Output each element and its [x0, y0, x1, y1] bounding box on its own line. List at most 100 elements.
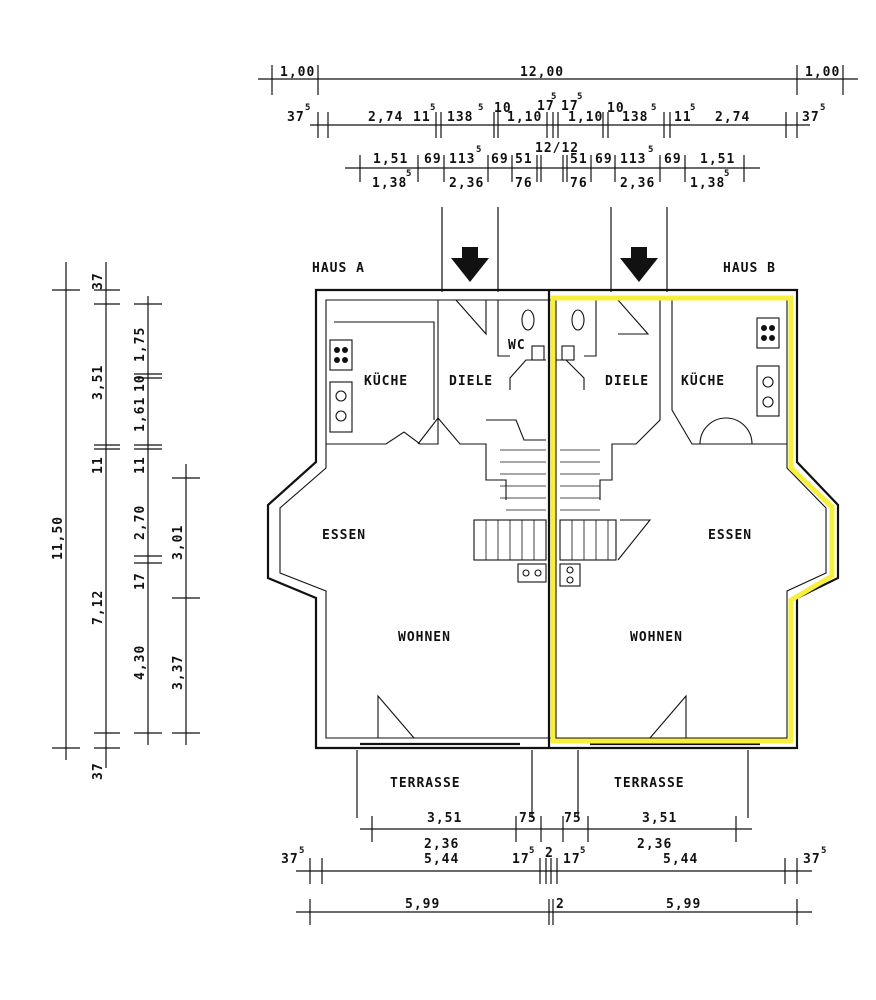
dim-left-b-1: 10	[133, 374, 148, 392]
room-wc-a: WC	[508, 338, 526, 353]
dim-top-3-8: 113	[620, 152, 646, 167]
dim-left-a-3: 7,12	[91, 590, 106, 625]
svg-text:5: 5	[299, 846, 305, 856]
dim-top-3-4: 51	[515, 152, 533, 167]
house-a-interior	[326, 299, 547, 746]
svg-text:5: 5	[577, 92, 583, 102]
room-terrasse-b: TERRASSE	[614, 776, 685, 791]
entry-arrow-b-icon	[620, 247, 658, 282]
svg-text:5: 5	[529, 846, 535, 856]
dim-bottom-3-3: 2	[545, 846, 554, 861]
dim-top-2-0: 37	[287, 110, 305, 125]
dim-top-1-mid: 12,00	[520, 65, 564, 80]
dim-top-3-5: 12/12	[535, 141, 579, 156]
washbasin-a-icon	[531, 345, 545, 361]
dim-bottom-3-4: 17	[563, 852, 581, 867]
svg-text:5: 5	[724, 169, 730, 179]
dim-top-2-8: 1,10	[568, 110, 603, 125]
room-kueche-a: KÜCHE	[364, 373, 408, 389]
svg-text:5: 5	[690, 103, 696, 113]
dim-bottom-1-1: 75	[519, 811, 537, 826]
dim-left-a-2: 11	[91, 456, 106, 474]
svg-text:5: 5	[580, 846, 586, 856]
dim-left-a-1: 3,51	[91, 365, 106, 400]
dim-left-a-0: 37	[91, 272, 106, 290]
room-essen-b: ESSEN	[708, 528, 752, 543]
highlight-haus-b	[550, 295, 835, 744]
dim-left-b-6: 4,30	[133, 645, 148, 680]
dim-bottom-4-0: 5,99	[405, 897, 440, 912]
svg-text:5: 5	[551, 92, 557, 102]
dim-top-1-right: 1,00	[805, 65, 840, 80]
dim-top-4-4: 2,36	[620, 176, 655, 191]
toilet-b-icon	[571, 309, 585, 331]
dim-top-1-left: 1,00	[280, 65, 315, 80]
left-dimensions: 11,50 37 3,51 11 7,12 37 1,75 10 1,61 11…	[51, 262, 200, 780]
dim-left-a-4: 37	[91, 762, 106, 780]
room-wohnen-b: WOHNEN	[630, 630, 683, 645]
dim-top-4-3: 76	[570, 176, 588, 191]
top-dimensions: 1,00 12,00 1,00 37 5 2,74 11 5 138 5 10 …	[258, 65, 858, 191]
dim-bottom-2-0: 2,36	[424, 837, 459, 852]
dim-top-3-1: 69	[424, 152, 442, 167]
dim-top-4-2: 76	[515, 176, 533, 191]
svg-text:5: 5	[821, 846, 827, 856]
dim-left-c-0: 3,01	[171, 525, 186, 560]
svg-text:5: 5	[476, 145, 482, 155]
dim-top-4-1: 2,36	[449, 176, 484, 191]
dim-top-3-2: 113	[449, 152, 475, 167]
dim-top-3-9: 69	[664, 152, 682, 167]
room-diele-b: DIELE	[605, 374, 649, 389]
dim-top-2-2: 11	[413, 110, 431, 125]
dim-bottom-4-1: 2	[556, 897, 565, 912]
dim-top-3-6: 51	[570, 152, 588, 167]
dim-bottom-1-0: 3,51	[427, 811, 462, 826]
svg-text:5: 5	[406, 169, 412, 179]
room-diele-a: DIELE	[449, 374, 493, 389]
dim-top-2-1: 2,74	[368, 110, 403, 125]
dim-bottom-1-3: 3,51	[642, 811, 677, 826]
room-wohnen-a: WOHNEN	[398, 630, 451, 645]
house-a-label: HAUS A	[312, 261, 365, 276]
toilet-a-icon	[521, 309, 535, 331]
dim-bottom-4-2: 5,99	[666, 897, 701, 912]
dim-left-b-4: 2,70	[133, 505, 148, 540]
dim-left-b-2: 1,61	[133, 397, 148, 432]
entry-arrows	[441, 207, 668, 292]
dim-top-4-0: 1,38	[372, 176, 407, 191]
outer-walls	[266, 288, 840, 750]
svg-text:5: 5	[651, 103, 657, 113]
svg-text:5: 5	[820, 103, 826, 113]
dim-top-2-5: 1,10	[507, 110, 542, 125]
terrace: TERRASSE TERRASSE	[356, 750, 749, 818]
dim-top-2-11: 11	[674, 110, 692, 125]
room-essen-a: ESSEN	[322, 528, 366, 543]
dim-top-2-10: 138	[622, 110, 648, 125]
dim-top-2-4: 10	[494, 101, 512, 116]
house-b-interior	[556, 299, 787, 746]
dim-bottom-1-2: 75	[564, 811, 582, 826]
house-b-label: HAUS B	[723, 261, 776, 276]
washbasin-b-icon	[561, 345, 575, 361]
svg-text:5: 5	[478, 103, 484, 113]
dim-left-b-5: 17	[133, 572, 148, 590]
dim-left-b-3: 11	[133, 456, 148, 474]
dim-top-2-12: 2,74	[715, 110, 750, 125]
dim-bottom-3-1: 5,44	[424, 852, 459, 867]
dim-top-3-0: 1,51	[373, 152, 408, 167]
dim-bottom-2-1: 2,36	[637, 837, 672, 852]
dim-top-2-7: 17	[561, 99, 579, 114]
dim-left-b-0: 1,75	[133, 327, 148, 362]
dim-top-2-3: 138	[447, 110, 473, 125]
dim-left-c-1: 3,37	[171, 655, 186, 690]
entry-arrow-a-icon	[451, 247, 489, 282]
svg-text:5: 5	[430, 103, 436, 113]
dim-top-2-9: 10	[607, 101, 625, 116]
dim-top-3-10: 1,51	[700, 152, 735, 167]
dim-bottom-3-0: 37	[281, 852, 299, 867]
bottom-dimensions: 3,51 75 75 3,51 2,36 2,36 37 5 5,44 17 5…	[281, 811, 827, 925]
room-kueche-b: KÜCHE	[681, 373, 725, 389]
dim-bottom-3-5: 5,44	[663, 852, 698, 867]
dim-top-3-7: 69	[595, 152, 613, 167]
